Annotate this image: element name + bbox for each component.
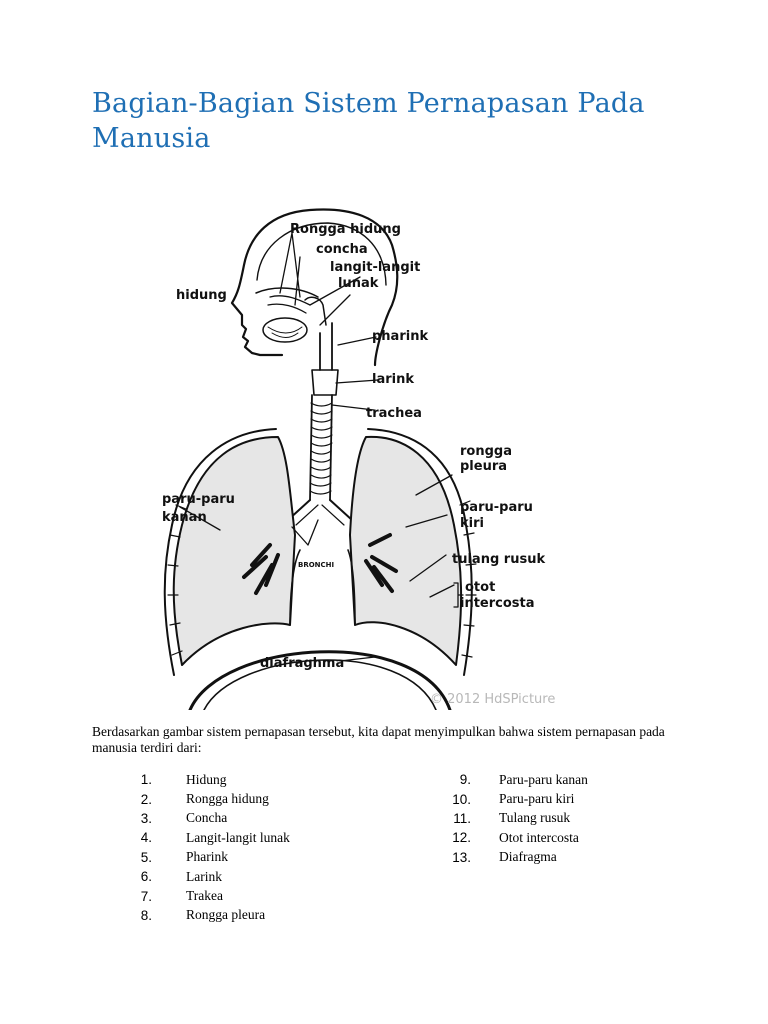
label-paru-paru-kanan-2: kanan (162, 510, 207, 525)
tongue (263, 318, 307, 342)
parts-list-left: 1.Hidung 2.Rongga hidung 3.Concha 4.Lang… (92, 770, 290, 925)
lung-left (350, 437, 461, 665)
list-text: Paru-paru kiri (499, 791, 574, 807)
respiratory-diagram: Rongga hidung concha langit-langit lunak… (160, 205, 580, 710)
label-otot: otot (465, 580, 495, 595)
list-item: 6.Larink (92, 867, 290, 886)
list-text: Trakea (186, 888, 223, 904)
label-rongga-hidung: Rongga hidung (290, 222, 401, 237)
list-item: 9.Paru-paru kanan (405, 770, 588, 789)
label-tulang-rusuk: tulang rusuk (452, 552, 545, 567)
tongue-lines (268, 327, 302, 338)
label-bronchi: BRONCHI (298, 561, 334, 569)
label-pleura: pleura (460, 459, 507, 474)
list-number: 7. (92, 889, 186, 904)
label-diafraghma: diafraghma (260, 656, 344, 671)
list-text: Paru-paru kanan (499, 772, 588, 788)
page-title: Bagian-Bagian Sistem Pernapasan Pada Man… (92, 86, 692, 156)
list-number: 1. (92, 772, 186, 787)
label-pharink: pharink (372, 329, 428, 344)
list-number: 9. (405, 772, 499, 787)
diaphragm-leader (340, 657, 375, 661)
label-larink: larink (372, 372, 414, 387)
pharynx (320, 323, 332, 370)
label-paru-paru-kiri-2: kiri (460, 516, 484, 531)
respiratory-diagram-svg: Rongga hidung concha langit-langit lunak… (160, 205, 580, 710)
label-intercosta: intercosta (460, 596, 535, 611)
lung-right (174, 437, 295, 665)
list-number: 10. (405, 792, 499, 807)
label-rongga: rongga (460, 444, 512, 459)
list-number: 11. (405, 811, 499, 826)
list-number: 6. (92, 869, 186, 884)
list-item: 8.Rongga pleura (92, 906, 290, 925)
watermark: © 2012 HdSPicture (430, 692, 555, 707)
list-text: Langit-langit lunak (186, 830, 290, 846)
list-item: 13.Diafragma (405, 848, 588, 867)
concha-shape (268, 296, 310, 313)
label-concha: concha (316, 242, 368, 257)
list-item: 5.Pharink (92, 848, 290, 867)
label-langit-langit: langit-langit (330, 260, 420, 275)
list-number: 3. (92, 811, 186, 826)
list-text: Rongga pleura (186, 907, 265, 923)
list-text: Diafragma (499, 849, 557, 865)
label-trachea: trachea (366, 406, 422, 421)
intro-text: Berdasarkan gambar sistem pernapasan ter… (92, 724, 692, 756)
trachea-rings (310, 403, 332, 494)
list-number: 5. (92, 850, 186, 865)
list-item: 12.Otot intercosta (405, 828, 588, 847)
list-text: Larink (186, 869, 222, 885)
label-paru-paru-kanan-1: paru-paru (162, 492, 235, 507)
list-number: 8. (92, 908, 186, 923)
label-lunak: lunak (338, 276, 379, 291)
list-text: Otot intercosta (499, 830, 579, 846)
list-item: 7.Trakea (92, 886, 290, 905)
parts-list-right: 9.Paru-paru kanan 10.Paru-paru kiri 11.T… (405, 770, 588, 867)
nasal-cavity (256, 288, 318, 297)
list-text: Concha (186, 810, 227, 826)
list-item: 4.Langit-langit lunak (92, 828, 290, 847)
diagram-drawing (165, 209, 476, 710)
label-hidung: hidung (176, 288, 227, 303)
list-text: Tulang rusuk (499, 810, 570, 826)
list-text: Hidung (186, 772, 227, 788)
list-item: 2.Rongga hidung (92, 789, 290, 808)
list-number: 4. (92, 830, 186, 845)
list-item: 10.Paru-paru kiri (405, 789, 588, 808)
list-text: Pharink (186, 849, 228, 865)
list-item: 1.Hidung (92, 770, 290, 789)
bronchi-inner (296, 505, 344, 525)
larynx (312, 370, 338, 395)
list-number: 13. (405, 850, 499, 865)
list-number: 12. (405, 830, 499, 845)
label-paru-paru-kiri-1: paru-paru (460, 500, 533, 515)
list-item: 11.Tulang rusuk (405, 809, 588, 828)
list-text: Rongga hidung (186, 791, 269, 807)
list-number: 2. (92, 792, 186, 807)
list-item: 3.Concha (92, 809, 290, 828)
